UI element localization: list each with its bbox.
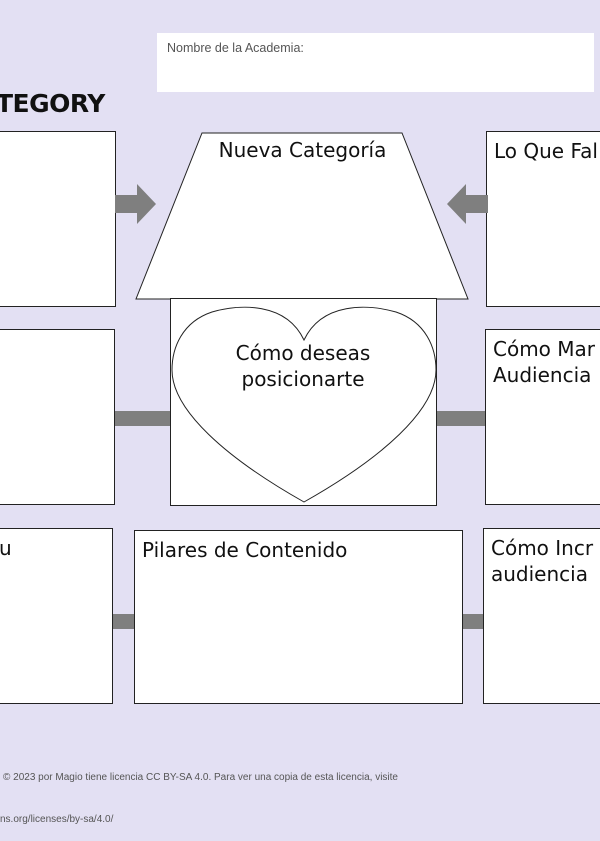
content-pillars-box[interactable]: Pilares de Contenido (134, 530, 463, 704)
license-link[interactable]: ns.org/licenses/by-sa/4.0/ (0, 814, 114, 825)
left-bottom-title: u (0, 536, 12, 560)
content-pillars-title: Pilares de Contenido (142, 538, 348, 562)
left-top-box[interactable] (0, 131, 116, 307)
arrow-right-icon (115, 184, 156, 224)
left-mid-box[interactable] (0, 329, 115, 505)
academy-name-label: Nombre de la Academia: (167, 41, 304, 55)
right-top-title: Lo Que Fal (494, 139, 598, 163)
connector-bottom-right (462, 614, 484, 629)
license-footer: © 2023 por Magio tiene licencia CC BY-SA… (0, 743, 398, 841)
license-line1: © 2023 por Magio tiene licencia CC BY-SA… (3, 772, 398, 783)
right-bottom-title: Cómo Incr audiencia (491, 536, 594, 586)
heart-shape[interactable]: Cómo deseas posicionarte (170, 298, 437, 506)
left-bottom-box[interactable]: u (0, 528, 113, 704)
arrow-left-icon (447, 184, 488, 224)
roof-shape[interactable] (134, 132, 471, 301)
right-top-box[interactable]: Lo Que Fal (486, 131, 600, 307)
connector-bottom-left (112, 614, 135, 629)
roof-label: Nueva Categoría (218, 138, 387, 162)
worksheet-title-line1: TEGORY (0, 89, 105, 118)
heart-line2: posicionarte (242, 367, 365, 391)
right-mid-box[interactable]: Cómo Mar Audiencia (485, 329, 600, 505)
heart-line1: Cómo deseas (236, 341, 371, 365)
right-mid-title: Cómo Mar Audiencia (493, 337, 596, 387)
academy-name-field[interactable]: Nombre de la Academia: (157, 33, 594, 92)
connector-mid-left (114, 411, 172, 426)
connector-mid-right (436, 411, 486, 426)
right-bottom-box[interactable]: Cómo Incr audiencia (483, 528, 600, 704)
